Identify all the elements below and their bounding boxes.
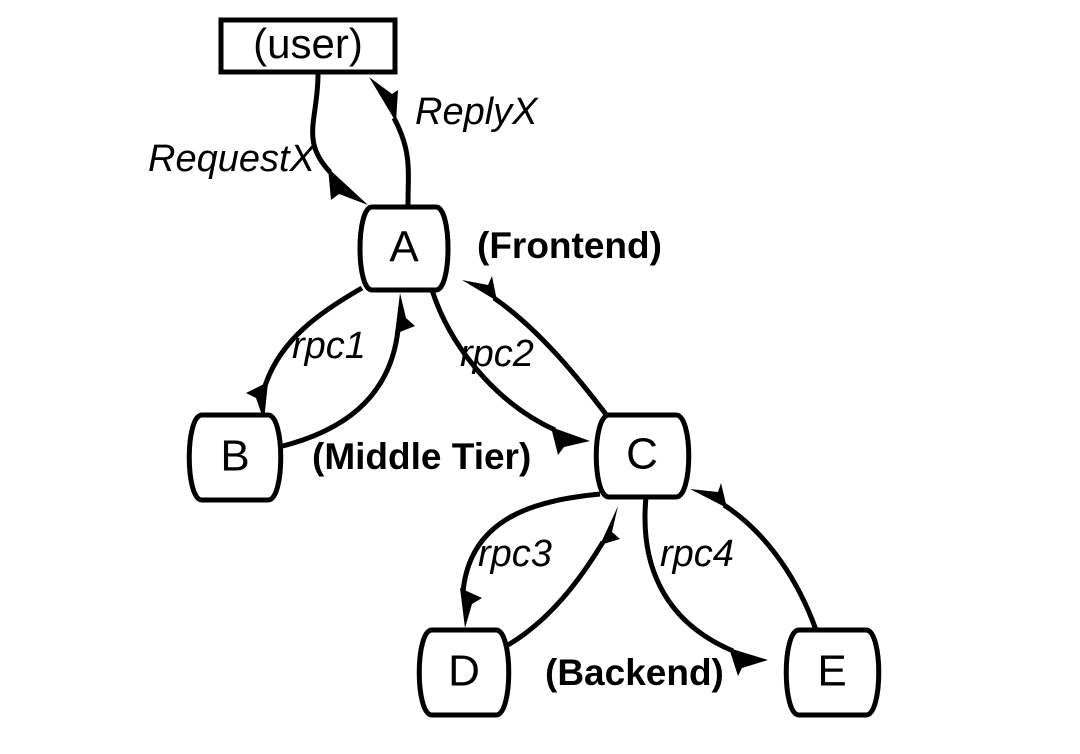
edge-path-rpc1-in bbox=[278, 329, 401, 450]
arrowhead-rpc4-in bbox=[690, 483, 727, 508]
tier-label-backend: (Backend) bbox=[545, 652, 724, 693]
edge-user-to-a bbox=[310, 73, 368, 205]
node-d-shape bbox=[416, 627, 512, 718]
edge-c-to-d bbox=[460, 491, 601, 628]
node-a[interactable]: A bbox=[357, 204, 451, 293]
edge-path-replyx bbox=[391, 116, 411, 207]
arrowhead-rpc2-out bbox=[551, 427, 590, 455]
node-d-label: D bbox=[448, 647, 480, 696]
edge-c-to-a bbox=[462, 276, 610, 419]
node-c-shape bbox=[593, 412, 692, 500]
node-b[interactable]: B bbox=[186, 412, 284, 503]
node-a-shape bbox=[357, 204, 451, 293]
edge-path-rpc3-out bbox=[460, 491, 601, 593]
edge-path-rpc3-in bbox=[506, 540, 606, 648]
arrowhead-rpc1-in bbox=[395, 293, 415, 334]
arrowhead-rpc2-in bbox=[462, 276, 497, 301]
tier-label-frontend: (Frontend) bbox=[477, 225, 662, 266]
edge-e-to-c bbox=[690, 483, 819, 631]
arrowhead-replyx bbox=[369, 77, 398, 122]
tier-label-middle-tier: (Middle Tier) bbox=[312, 436, 531, 477]
node-user-shape bbox=[218, 17, 398, 75]
edge-label-requestx: RequestX bbox=[148, 138, 317, 180]
edge-path-rpc1-out bbox=[262, 285, 364, 387]
arrowhead-rpc3-out bbox=[460, 588, 482, 628]
node-user-label: (user) bbox=[253, 20, 363, 67]
node-b-shape bbox=[186, 412, 284, 503]
edge-a-to-user bbox=[369, 77, 411, 207]
node-d[interactable]: D bbox=[416, 627, 512, 718]
node-e[interactable]: E bbox=[783, 627, 882, 718]
edge-label-rpc4: rpc4 bbox=[660, 533, 734, 575]
edge-label-rpc2: rpc2 bbox=[460, 333, 534, 375]
node-a-label: A bbox=[389, 223, 419, 272]
node-c[interactable]: C bbox=[593, 412, 692, 500]
arrowhead-requestx bbox=[328, 168, 368, 205]
arrowhead-rpc4-out bbox=[729, 648, 768, 676]
edge-c-to-e bbox=[642, 496, 768, 676]
arrowhead-rpc1-out bbox=[246, 382, 268, 421]
arrowhead-rpc3-in bbox=[600, 506, 620, 545]
edge-label-rpc1: rpc1 bbox=[292, 325, 366, 367]
edge-path-rpc2-out bbox=[429, 289, 557, 433]
edge-a-to-c bbox=[429, 289, 590, 455]
edge-path-rpc4-out bbox=[642, 496, 734, 654]
edge-path-requestx bbox=[310, 73, 332, 174]
edge-d-to-c bbox=[506, 506, 620, 648]
node-b-label: B bbox=[220, 432, 249, 481]
edge-label-rpc3: rpc3 bbox=[478, 533, 552, 575]
edge-label-replyx: ReplyX bbox=[415, 91, 539, 133]
node-c-label: C bbox=[626, 430, 658, 479]
node-e-shape bbox=[783, 627, 882, 718]
edge-path-rpc2-in bbox=[492, 295, 610, 419]
edge-path-rpc4-in bbox=[722, 502, 819, 631]
edge-b-to-a bbox=[278, 293, 415, 450]
edge-a-to-b bbox=[246, 285, 364, 421]
node-e-label: E bbox=[817, 647, 846, 696]
node-user[interactable]: (user) bbox=[218, 17, 398, 75]
